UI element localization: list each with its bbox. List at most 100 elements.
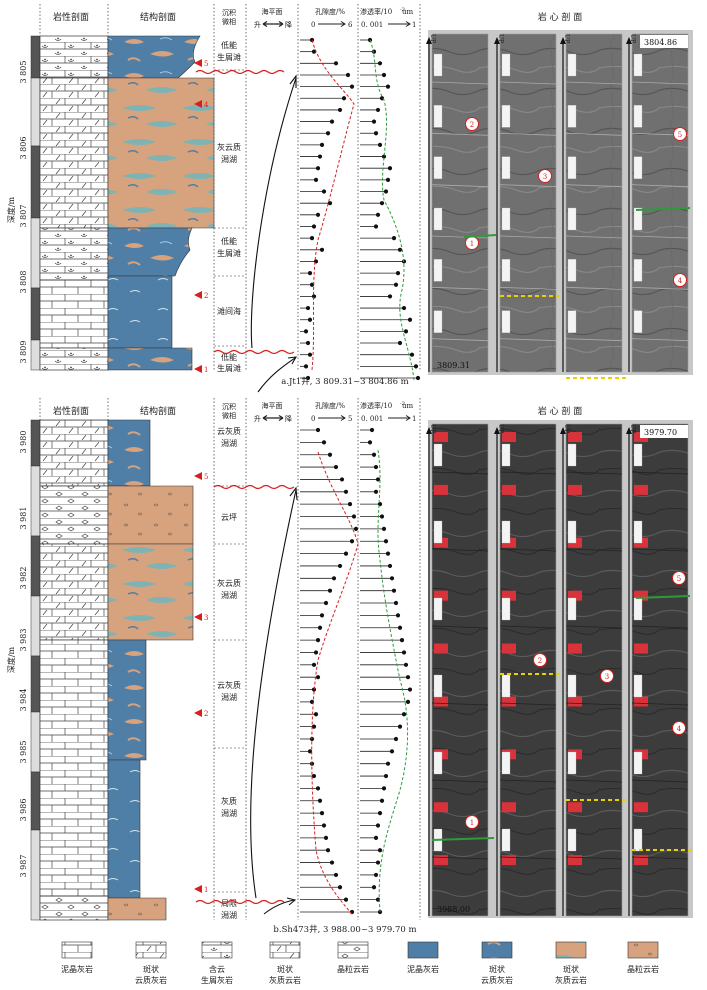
core-fracture	[565, 702, 623, 706]
lollipop-dot	[345, 72, 351, 78]
core-marker: 5	[677, 575, 681, 583]
legend-label: 含云	[209, 964, 225, 974]
legend-label: 晶粒云岩	[627, 964, 659, 974]
porosity-max: 6	[348, 21, 353, 29]
core-sample-label	[501, 310, 511, 333]
depth-axis-label: 深度/m	[6, 196, 16, 223]
lollipop-dot	[315, 166, 321, 171]
core-fracture	[631, 779, 689, 783]
legend-label: 生屑灰岩	[201, 975, 233, 985]
lollipop-dot	[343, 489, 349, 494]
core-fracture	[565, 184, 623, 188]
lollipop-dot	[383, 539, 389, 544]
env-label: 云坪	[221, 513, 237, 522]
lollipop-dot	[397, 340, 403, 346]
header-core: 岩 心 剖 面	[538, 405, 583, 417]
lollipop-dot	[337, 885, 343, 890]
legend-label: 云质灰岩	[481, 975, 513, 985]
porosity-min: 0	[311, 21, 315, 29]
env-label: 灰云质	[217, 578, 241, 588]
environments: 云灰质 潟湖 云坪 灰云质 潟湖 云灰质 潟湖 灰质 潟湖 局限 潟湖	[214, 426, 246, 920]
lollipop-dot	[391, 236, 397, 241]
up-label: UP	[629, 34, 636, 43]
sample-marker-5: 5	[204, 473, 208, 481]
core-bottom-depth: 3809.31	[437, 361, 470, 370]
lollipop-dot	[377, 61, 383, 66]
permeability-plot-a	[360, 37, 421, 381]
unconformity-line	[195, 69, 285, 75]
lollipop-dot	[381, 154, 387, 159]
perm-exponent: -3	[400, 7, 405, 13]
depth-tick: 3 985	[19, 741, 28, 764]
lollipop-dot	[383, 773, 389, 779]
lollipop-dot	[319, 247, 325, 252]
lollipop-dot	[305, 305, 311, 311]
core-sample-label	[567, 828, 577, 852]
core-red-gap	[568, 855, 582, 866]
sample-marker-2: 2	[204, 710, 208, 718]
red-arrow-icon	[194, 365, 202, 373]
perm-max: 1	[412, 415, 416, 423]
lollipop-dot	[399, 638, 405, 643]
core-red-gap	[434, 855, 448, 866]
lollipop-dot	[319, 811, 325, 816]
core-fracture	[431, 132, 489, 136]
up-arrow-icon	[494, 37, 500, 44]
core-fracture	[631, 471, 689, 475]
lollipop-dot	[377, 142, 383, 147]
lollipop-dot	[315, 638, 321, 643]
lollipop-dot	[337, 563, 343, 569]
lollipop-dot	[373, 131, 379, 136]
core-fracture	[565, 471, 623, 475]
lollipop-dot	[341, 96, 347, 101]
lollipop-dot	[311, 724, 317, 729]
core-fracture	[499, 286, 557, 290]
core-red-gap	[568, 696, 582, 707]
legend-label: 泥晶灰岩	[61, 964, 93, 974]
core-fracture	[565, 132, 623, 136]
porosity-plot-a	[300, 37, 355, 381]
lollipop-dot	[351, 514, 357, 519]
header-porosity: 孔隙度/%	[315, 401, 345, 410]
core-red-gap	[568, 590, 582, 601]
lollipop-dot	[387, 166, 393, 171]
red-arrow-icon	[194, 59, 202, 67]
core-fracture	[631, 548, 689, 552]
lollipop-dot	[373, 489, 379, 494]
core-fracture	[431, 625, 489, 629]
core-fracture	[565, 286, 623, 290]
lollipop-dot	[371, 885, 377, 890]
red-arrow-icon	[194, 291, 202, 299]
lollipop-dot	[307, 271, 313, 276]
core-fracture	[431, 702, 489, 706]
env-label: 灰质	[221, 796, 237, 806]
lollipop-dot	[315, 427, 321, 433]
header-structure: 结构剖面	[140, 11, 176, 23]
env-label: 潟湖	[221, 438, 237, 448]
lollipop-dot	[315, 675, 321, 680]
depth-tick: 3 806	[19, 137, 28, 160]
lollipop-dot	[403, 329, 409, 334]
lollipop-dot	[323, 600, 329, 606]
env-label: 生屑滩	[217, 52, 241, 62]
depth-tick: 3 980	[19, 431, 28, 454]
lollipop-dot	[409, 352, 415, 357]
core-fracture	[431, 184, 489, 188]
lollipop-dot	[387, 294, 393, 299]
structure-column	[107, 419, 194, 921]
lollipop-dot	[313, 650, 319, 655]
lollipop-dot	[385, 551, 391, 556]
core-red-gap	[568, 643, 582, 654]
lollipop-dot	[393, 282, 399, 287]
core-sample-label	[433, 156, 443, 179]
core-fracture	[631, 702, 689, 706]
core-red-gap	[434, 484, 448, 495]
porosity-arrow-icon	[318, 21, 346, 27]
lollipop-dot	[397, 625, 403, 630]
header-structure: 结构剖面	[140, 405, 176, 417]
core-fracture	[565, 81, 623, 85]
env-label: 潟湖	[221, 154, 237, 164]
core-red-gap	[434, 802, 448, 813]
core-fracture	[631, 338, 689, 342]
